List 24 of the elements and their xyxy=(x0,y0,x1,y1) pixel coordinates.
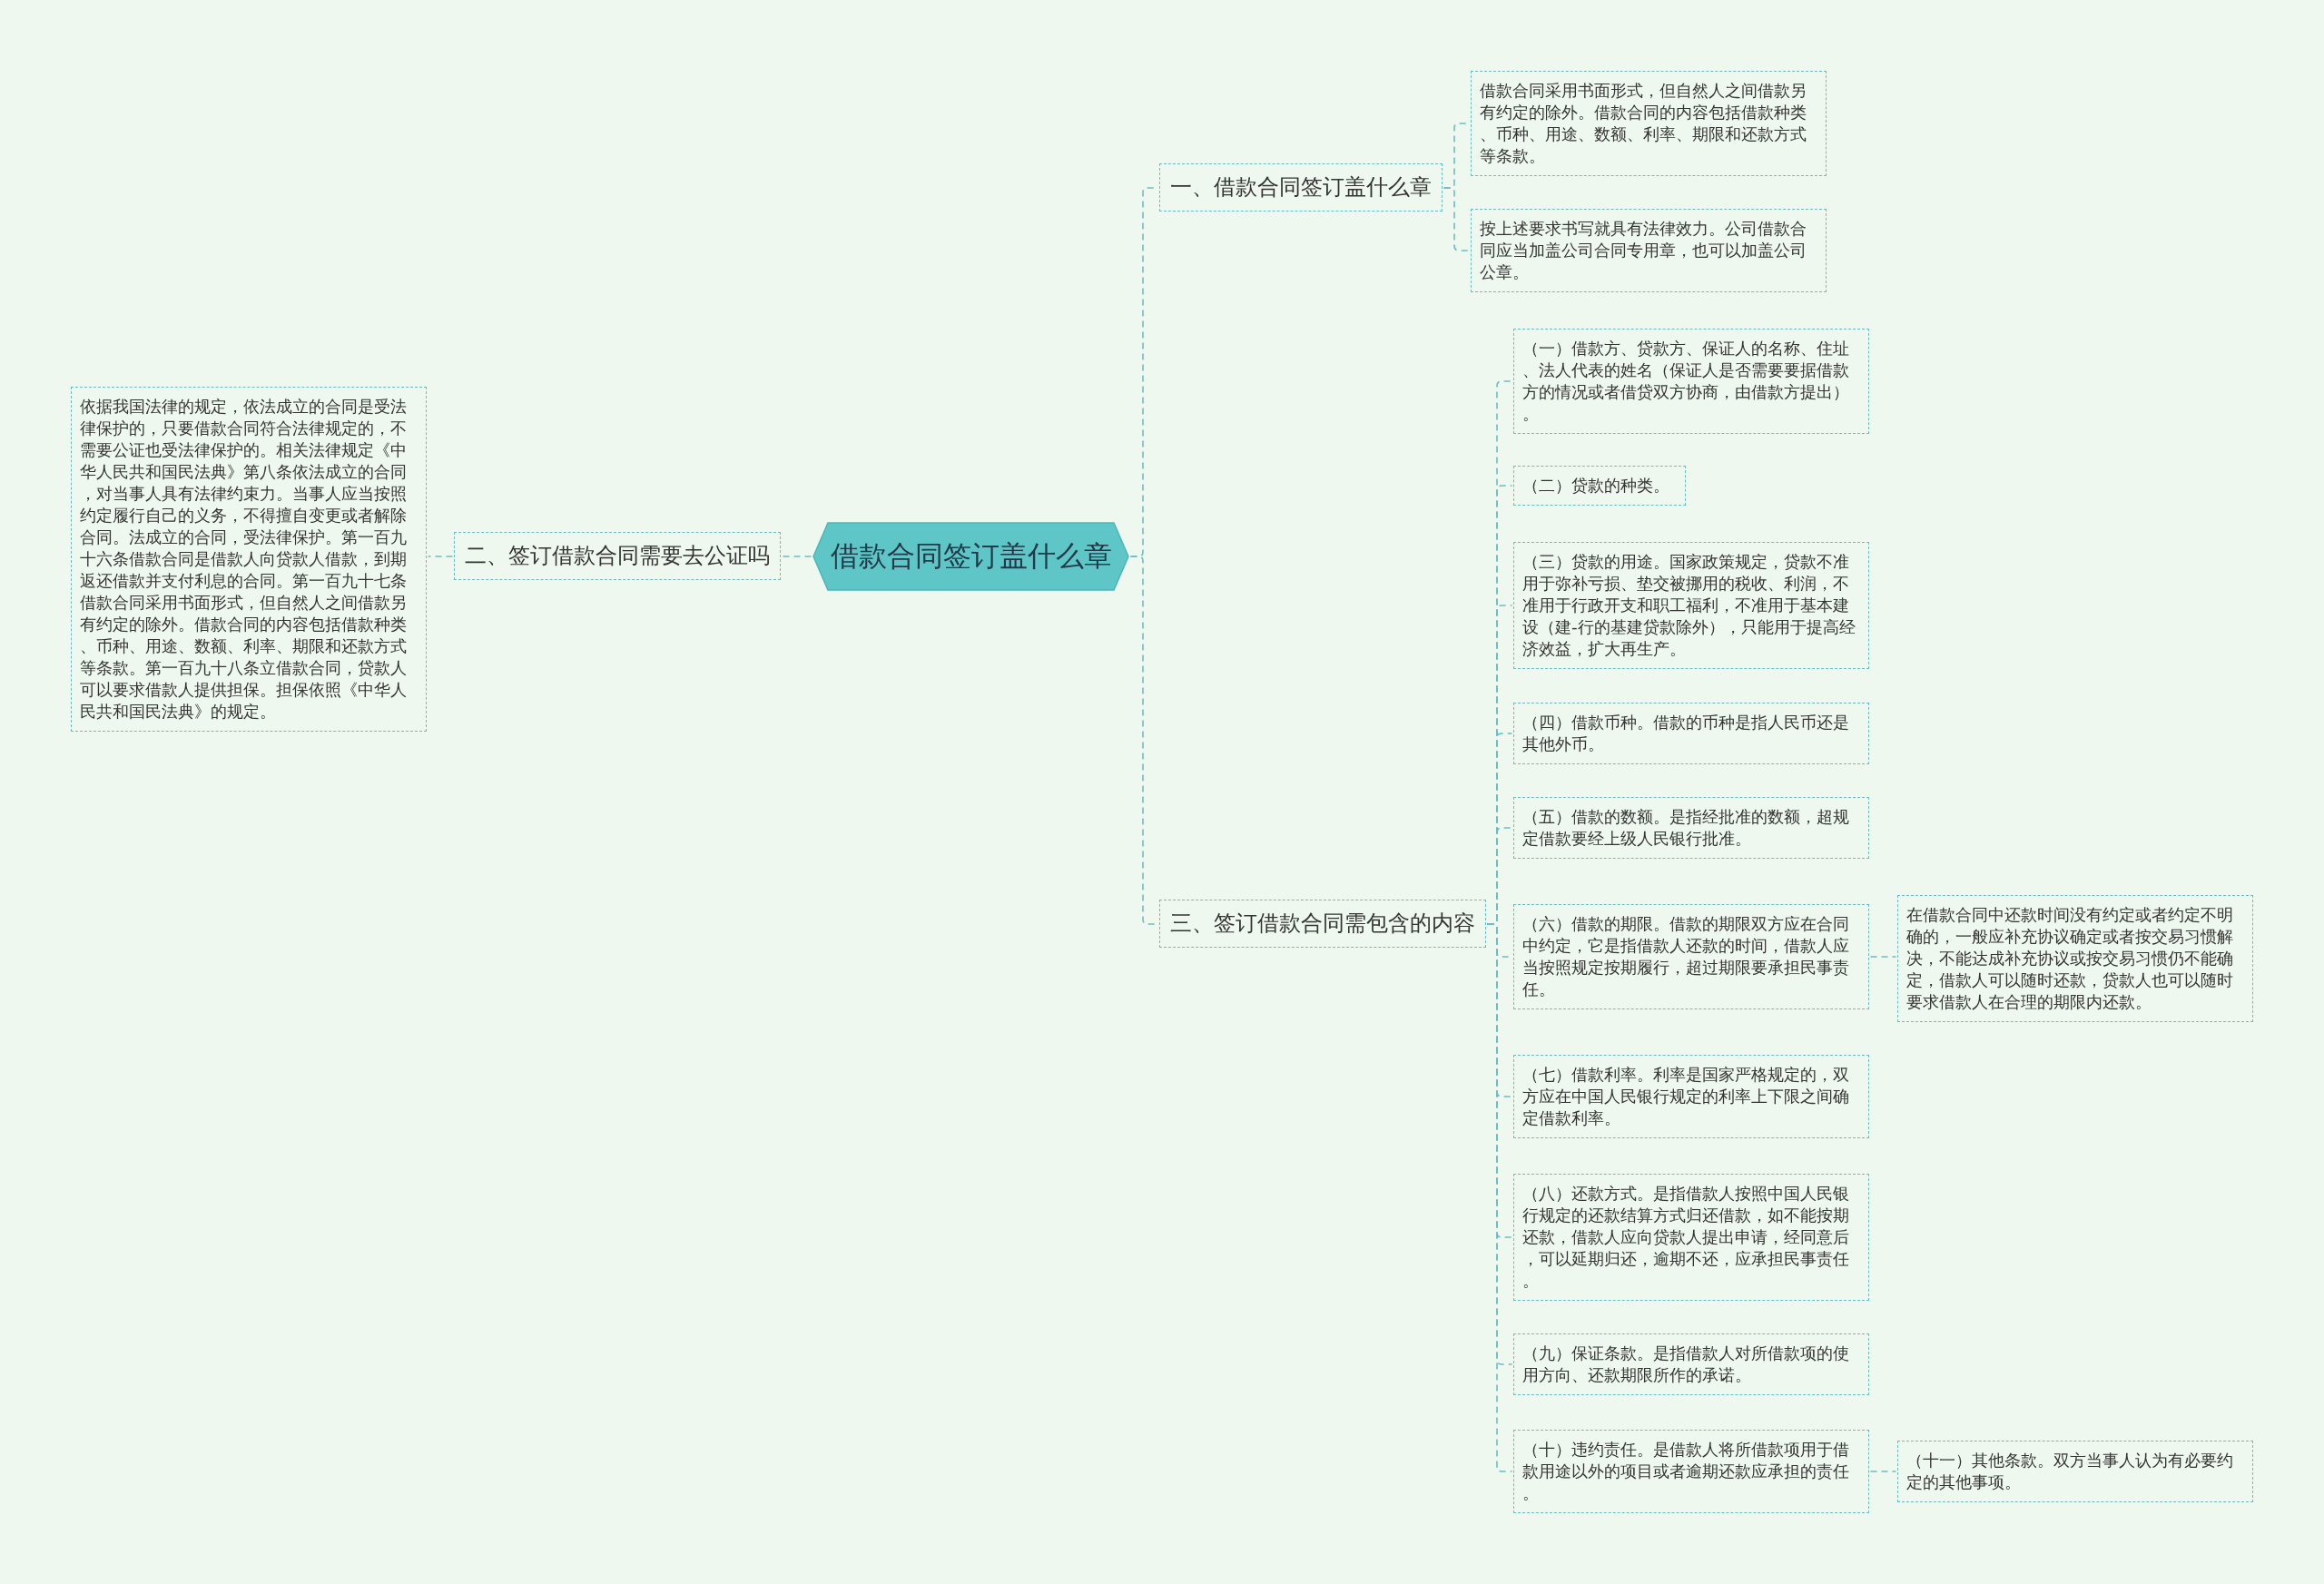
note-box: （五）借款的数额。是指经批准的数额，超规定借款要经上级人民银行批准。 xyxy=(1513,797,1869,859)
note-box: （十一）其他条款。双方当事人认为有必要约定的其他事项。 xyxy=(1897,1441,2253,1502)
note-box: 在借款合同中还款时间没有约定或者约定不明确的，一般应补充协议确定或者按交易习惯解决，不能达成补充协议或按交易习惯仍不能确定，借款人可以随时还款，贷款人也可以随时要求借款人在合理的期限内还款。 xyxy=(1897,895,2253,1022)
note-box: 依据我国法律的规定，依法成立的合同是受法律保护的，只要借款合同符合法律规定的，不需要公证也受法律保护的。相关法律规定《中华人民共和国民法典》第八条依法成立的合同，对当事人具有法律约束力。当事人应当按照约定履行自己的义务，不得擅自变更或者解除合同。法成立的合同，受法律保护。第一百九十六条借款合同是借款人向贷款人借款，到期返还借款并支付利息的合同。第一百九十七条借款合同采用书面形式，但自然人之间借款另有约定的除外。借款合同的内容包括借款种类、币种、用途、数额、利率、期限和还款方式等条款。第一百九十八条立借款合同，贷款人可以要求借款人提供担保。担保依照《中华人民共和国民法典》的规定。 xyxy=(71,387,427,732)
connector-line xyxy=(427,556,454,557)
note-box: （九）保证条款。是指借款人对所借款项的使用方向、还款期限所作的承诺。 xyxy=(1513,1333,1869,1395)
topic-hexagon: 借款合同签订盖什么章 xyxy=(812,522,1129,591)
note-box: （一）借款方、贷款方、保证人的名称、住址、法人代表的姓名（保证人是否需要要据借款方的情况或者借贷双方协商，由借款方提出）。 xyxy=(1513,329,1869,434)
note-box: 借款合同采用书面形式，但自然人之间借款另有约定的除外。借款合同的内容包括借款种类、币种、用途、数额、利率、期限和还款方式等条款。 xyxy=(1471,71,1827,176)
topic-box: 一、借款合同签订盖什么章 xyxy=(1159,163,1443,212)
topic-box: 三、签订借款合同需包含的内容 xyxy=(1159,900,1486,948)
topic-box: 二、签订借款合同需要去公证吗 xyxy=(454,532,781,580)
note-box: （三）贷款的用途。国家政策规定，贷款不准用于弥补亏损、垫交被挪用的税收、利润，不准用于行政开支和职工福利，不准用于基本建设（建-行的基建贷款除外），只能用于提高经济效益，扩大再生产。 xyxy=(1513,542,1869,669)
connector-line xyxy=(1443,187,1471,251)
note-box: （二）贷款的种类。 xyxy=(1513,466,1686,506)
note-box: （七）借款利率。利率是国家严格规定的，双方应在中国人民银行规定的利率上下限之间确定借款利率。 xyxy=(1513,1055,1869,1138)
note-box: （十）违约责任。是借款人将所借款项用于借款用途以外的项目或者逾期还款应承担的责任。 xyxy=(1513,1430,1869,1513)
connector-line xyxy=(781,556,812,557)
note-box: 按上述要求书写就具有法律效力。公司借款合同应当加盖公司合同专用章，也可以加盖公司公章。 xyxy=(1471,209,1827,292)
note-box: （八）还款方式。是指借款人按照中国人民银行规定的还款结算方式归还借款，如不能按期还款，借款人应向贷款人提出申请，经同意后，可以延期归还，逾期不还，应承担民事责任。 xyxy=(1513,1174,1869,1301)
note-box: （六）借款的期限。借款的期限双方应在合同中约定，它是指借款人还款的时间，借款人应当按照规定按期履行，超过期限要承担民事责任。 xyxy=(1513,904,1869,1009)
connector-line xyxy=(1869,956,1897,958)
connector-line xyxy=(1869,1471,1897,1472)
note-box: （四）借款币种。借款的币种是指人民币还是其他外币。 xyxy=(1513,703,1869,764)
